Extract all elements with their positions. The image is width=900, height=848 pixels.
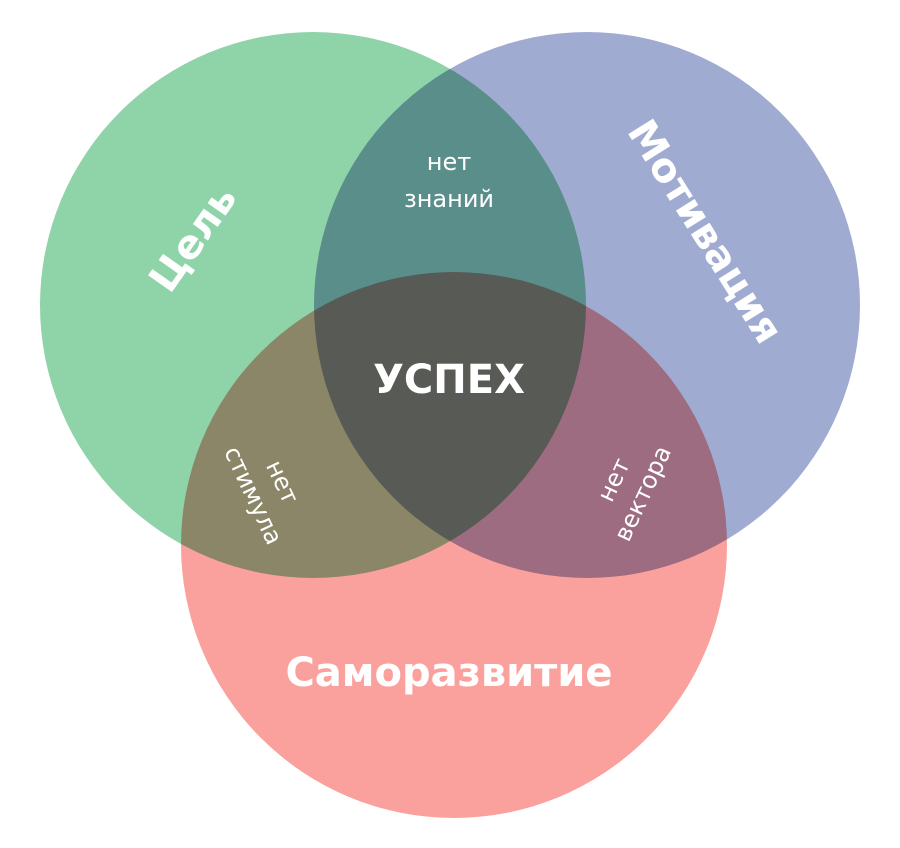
circle-self-development	[181, 272, 727, 818]
venn-circles	[40, 32, 860, 818]
label-goal-motivation-line1: нет	[427, 148, 471, 176]
label-goal-motivation: нет знаний	[404, 148, 494, 213]
label-goal-motivation-line2: знаний	[404, 185, 494, 213]
label-self-development: Саморазвитие	[285, 650, 612, 696]
label-success: УСПЕХ	[373, 357, 525, 403]
